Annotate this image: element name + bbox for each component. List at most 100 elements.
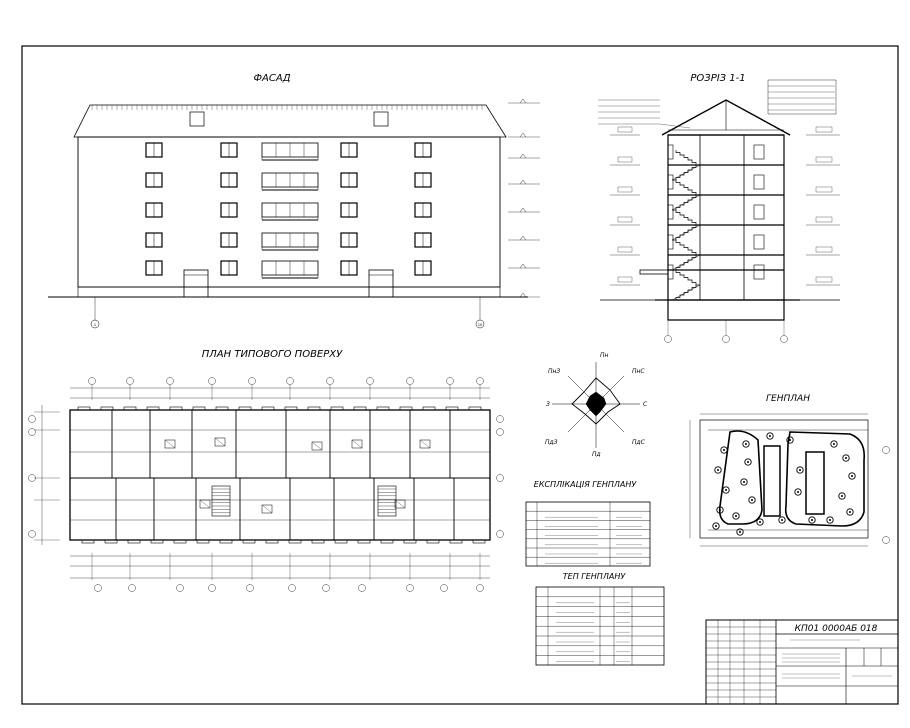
axis-marker xyxy=(780,335,788,343)
plan-window xyxy=(334,539,348,544)
plan-window xyxy=(219,539,233,544)
axis-marker xyxy=(446,377,454,385)
plan-outline xyxy=(69,409,491,541)
plan-window xyxy=(123,406,137,411)
stair-flight xyxy=(675,270,700,286)
tree xyxy=(756,518,764,526)
axis-marker xyxy=(248,377,256,385)
plan-window xyxy=(192,406,206,411)
tree-core xyxy=(715,525,717,527)
tree xyxy=(830,440,838,448)
section-porch xyxy=(639,269,669,275)
section-floors xyxy=(667,134,784,301)
stair-stringer xyxy=(671,194,701,211)
axis-marker-left xyxy=(90,319,100,329)
axis-marker xyxy=(288,584,296,592)
tree-core xyxy=(719,509,721,511)
plinth xyxy=(77,286,501,298)
sheet-frame xyxy=(21,45,899,705)
section-level-marks xyxy=(610,126,840,286)
drawing-line xyxy=(199,499,211,509)
plan-window xyxy=(376,406,390,411)
tree-core xyxy=(747,461,749,463)
facade-roof xyxy=(73,104,507,138)
section-drawing: РОЗРІЗ 1-1 xyxy=(598,73,840,343)
plan-stairwell xyxy=(377,485,397,517)
section-title: РОЗРІЗ 1-1 xyxy=(690,73,745,84)
compass-w: З xyxy=(546,401,550,408)
drawing-line xyxy=(261,504,273,514)
axis-marker xyxy=(496,474,504,482)
plan-fixture xyxy=(351,439,363,449)
plan-fixture xyxy=(261,504,273,514)
tree-core xyxy=(723,449,725,451)
plan-window xyxy=(311,539,325,544)
axis-marker xyxy=(496,415,504,423)
level-tag xyxy=(815,246,833,253)
tep-table: ТЕП ГЕНПЛАНУ xyxy=(535,572,665,666)
tree-core xyxy=(745,443,747,445)
level-tag xyxy=(815,126,833,133)
plan-window xyxy=(472,539,486,544)
section-window xyxy=(753,264,765,280)
axis-marker xyxy=(322,584,330,592)
compass-nw: ПнЗ xyxy=(548,368,560,375)
plan-window xyxy=(307,406,321,411)
tree-core xyxy=(845,457,847,459)
axis-marker xyxy=(406,584,414,592)
axis-marker xyxy=(440,584,448,592)
axis-marker xyxy=(476,584,484,592)
axis-marker xyxy=(326,377,334,385)
plan-window xyxy=(196,539,210,544)
tree xyxy=(720,446,728,454)
tree-core xyxy=(811,519,813,521)
axis-label-right: 10 xyxy=(478,323,483,327)
section-window xyxy=(753,204,765,220)
site-road-right xyxy=(784,431,866,527)
plan-window xyxy=(330,406,344,411)
plan-window xyxy=(127,539,141,544)
tree-core xyxy=(743,481,745,483)
section-opening xyxy=(667,174,674,190)
plan-window xyxy=(169,406,183,411)
axis-marker xyxy=(882,446,890,454)
axis-marker xyxy=(208,584,216,592)
level-tag xyxy=(617,156,633,163)
axis-marker xyxy=(28,474,36,482)
tree xyxy=(838,492,846,500)
drawing-line xyxy=(394,499,406,509)
facade-drawing: ФАСАД 1 10 xyxy=(48,73,540,329)
level-mark xyxy=(519,235,527,241)
site-road-left xyxy=(718,430,763,525)
section-stairs xyxy=(671,150,701,301)
tree-core xyxy=(789,439,791,441)
axis-marker xyxy=(496,428,504,436)
plan-window xyxy=(353,406,367,411)
note-box xyxy=(767,79,837,115)
level-tag xyxy=(815,186,833,193)
tree-core xyxy=(725,489,727,491)
section-window xyxy=(753,144,765,160)
explication-rows xyxy=(526,502,650,566)
stair-flight xyxy=(672,165,697,181)
plan-fixture xyxy=(199,499,211,509)
plan-fixture xyxy=(311,441,323,451)
level-tag xyxy=(617,216,633,223)
tree-core xyxy=(759,521,761,523)
explication-table: ЕКСПЛІКАЦІЯ ГЕНПЛАНУ xyxy=(525,480,651,567)
facade-windows xyxy=(145,142,432,279)
tree-core xyxy=(735,515,737,517)
axis-marker xyxy=(28,415,36,423)
level-mark xyxy=(519,292,527,298)
tree-core xyxy=(739,531,741,533)
stair-stringer xyxy=(671,254,701,271)
section-window xyxy=(753,174,765,190)
section-axes xyxy=(664,320,788,343)
level-tag xyxy=(815,276,833,283)
axis-marker xyxy=(366,377,374,385)
section-notes xyxy=(598,79,837,129)
explication-title: ЕКСПЛІКАЦІЯ ГЕНПЛАНУ xyxy=(534,480,638,489)
facade-wall xyxy=(77,136,501,288)
tree xyxy=(796,466,804,474)
